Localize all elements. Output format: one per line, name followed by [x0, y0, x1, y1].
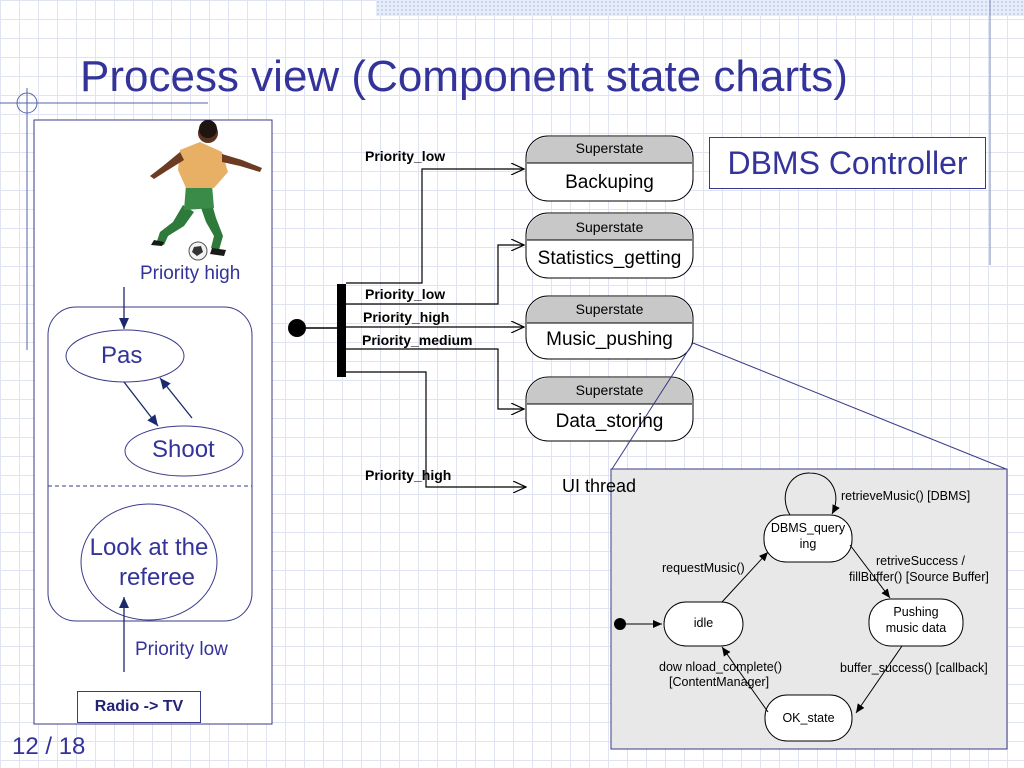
priority-high-label: Priority high	[140, 263, 241, 284]
left-panel-frame	[33, 119, 273, 725]
node-ok-state: OK_state	[782, 711, 835, 725]
superstate-music-header: Superstate	[575, 301, 644, 317]
node-pushing-line1: Pushing	[893, 605, 939, 619]
state-shoot-label: Shoot	[152, 436, 215, 463]
superstate-statistics	[525, 212, 694, 279]
node-dbms-query-line2: ing	[799, 537, 817, 551]
superstate-statistics-header: Superstate	[575, 219, 644, 235]
superstate-data-header: Superstate	[575, 382, 644, 398]
dbms-controller-title: DBMS Controller	[709, 137, 986, 189]
superstate-statistics-name: Statistics_getting	[537, 248, 682, 269]
branch-label-high: Priority_high	[363, 309, 450, 325]
superstate-data	[525, 376, 694, 442]
transition-retrive-line1: retriveSuccess /	[876, 554, 965, 568]
inset-transitions	[614, 472, 903, 714]
superstate-backuping-header: Superstate	[575, 140, 644, 156]
transition-download-line2: [ContentManager]	[669, 675, 770, 689]
slide-decorations	[0, 0, 991, 350]
branch-label-high-bottom: Priority_high	[365, 467, 452, 483]
node-idle: idle	[693, 616, 714, 630]
transition-download-line1: dow nload_complete()	[659, 660, 782, 674]
state-look-label-line1: Look at the	[89, 534, 209, 561]
branch-label-medium: Priority_medium	[362, 332, 473, 348]
page-number: 12 / 18	[12, 733, 86, 760]
top-decorative-band	[376, 0, 1024, 16]
superstate-music-name: Music_pushing	[546, 329, 673, 350]
state-shoot-shape	[124, 425, 244, 477]
branch-label-low: Priority_low	[365, 286, 446, 302]
inset-states	[663, 514, 964, 742]
node-pushing-line2: music data	[885, 621, 947, 635]
state-look-shape	[80, 503, 218, 621]
state-pas-shape	[65, 329, 185, 383]
priority-low-label: Priority low	[135, 639, 228, 660]
soccer-player-icon	[150, 120, 262, 261]
radio-tv-label: Radio -> TV	[77, 691, 201, 723]
transition-request: requestMusic()	[662, 561, 745, 575]
state-pas-label: Pas	[101, 342, 143, 369]
superstate-backuping-name: Backuping	[565, 172, 654, 193]
initial-node	[288, 319, 306, 337]
fork-bar	[337, 284, 346, 377]
node-dbms-query-line1: DBMS_query	[770, 521, 846, 535]
superstate-backuping	[525, 135, 694, 202]
superstate-data-name: Data_storing	[555, 411, 664, 432]
transition-retrive-line2: fillBuffer() [Source Buffer]	[849, 570, 989, 584]
transition-buffer-success: buffer_success() [callback]	[840, 661, 988, 675]
zoom-connectors	[611, 342, 1007, 470]
ui-thread-label: UI thread	[562, 476, 637, 496]
left-panel-arrows	[119, 287, 193, 672]
transition-self-loop: retrieveMusic() [DBMS]	[841, 489, 971, 503]
slide-title: Process view (Component state charts)	[80, 52, 848, 101]
left-panel-superstate	[47, 306, 253, 622]
state-look-label-line2: referee	[118, 564, 196, 591]
branch-label-low-top: Priority_low	[365, 148, 446, 164]
superstate-music	[525, 295, 694, 360]
fork-branches	[346, 169, 526, 487]
